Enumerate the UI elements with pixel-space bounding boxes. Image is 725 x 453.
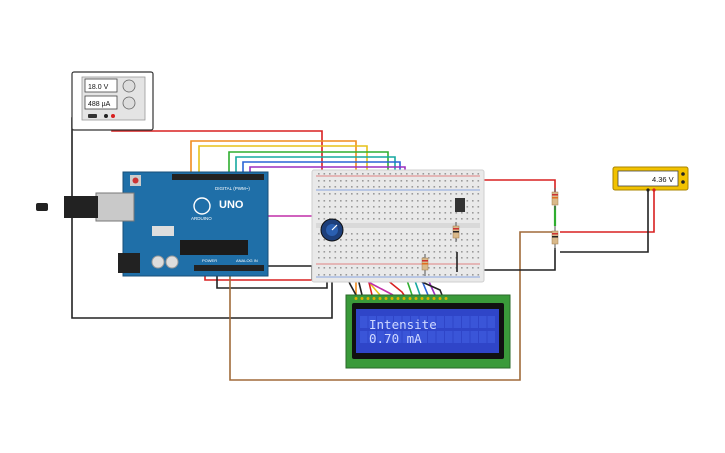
- psu-terminal-black[interactable]: [104, 114, 108, 118]
- psu-current-readout: 488 µA: [88, 101, 111, 108]
- psu-switch[interactable]: [88, 114, 97, 118]
- resistor-r1[interactable]: [551, 188, 559, 210]
- lcd-line-2: 0.70 mA: [369, 331, 422, 346]
- microcontroller-chip: [180, 240, 248, 255]
- wire-yellow[interactable]: [198, 145, 381, 296]
- lcd-pins: [354, 297, 448, 300]
- psu-voltage-knob[interactable]: [122, 79, 136, 93]
- lcd-line-1: Intensite: [369, 317, 437, 332]
- psu-current-knob[interactable]: [122, 96, 136, 110]
- breadboard[interactable]: [311, 169, 485, 283]
- arduino-model: UNO: [219, 199, 244, 211]
- wire-rail-red-right[interactable]: [478, 179, 556, 192]
- arduino-uno[interactable]: UNO ARDUINO DIGITAL (PWM~) POWER ANALOG …: [36, 171, 269, 277]
- wire-vm-black[interactable]: [560, 190, 649, 253]
- voltmeter-readout: 4.36 V: [652, 175, 674, 184]
- lcd-display[interactable]: Intensite 0.70 mA: [345, 294, 511, 369]
- wire-vm-red[interactable]: [560, 190, 655, 233]
- resistor-r2[interactable]: [551, 226, 559, 250]
- psu-current-display: [84, 95, 118, 110]
- wire-brown[interactable]: [229, 231, 555, 381]
- usb-connector: [95, 192, 135, 222]
- lcd-cells: [360, 316, 495, 343]
- arduino-brand: ARDUINO: [191, 216, 212, 221]
- digital-label: DIGITAL (PWM~): [215, 186, 250, 191]
- arduino-logo-icon: [193, 197, 211, 215]
- wire-rail-black-right[interactable]: [478, 248, 556, 271]
- psu-voltage-display: [84, 78, 118, 93]
- wires: [71, 117, 655, 381]
- power-supply[interactable]: 18.0 V 488 µA: [71, 71, 154, 131]
- power-label: POWER: [202, 258, 217, 263]
- voltmeter-display: [617, 170, 679, 187]
- power-jack: [118, 253, 140, 273]
- psu-terminal-red[interactable]: [111, 114, 115, 118]
- push-button[interactable]: [455, 198, 465, 212]
- potentiometer[interactable]: [320, 218, 344, 242]
- digital-header: [172, 174, 264, 180]
- voltmeter-probe-red[interactable]: [652, 188, 656, 192]
- breadboard-resistor-2[interactable]: [421, 254, 429, 276]
- analog-label: ANALOG IN: [236, 258, 258, 263]
- breadboard-resistor-1[interactable]: [452, 222, 460, 242]
- psu-voltage-readout: 18.0 V: [88, 84, 109, 91]
- power-analog-header: [194, 265, 264, 271]
- voltmeter-probe-black[interactable]: [646, 188, 650, 192]
- voltmeter[interactable]: 4.36 V: [612, 166, 689, 192]
- breadboard-holes: [318, 173, 480, 276]
